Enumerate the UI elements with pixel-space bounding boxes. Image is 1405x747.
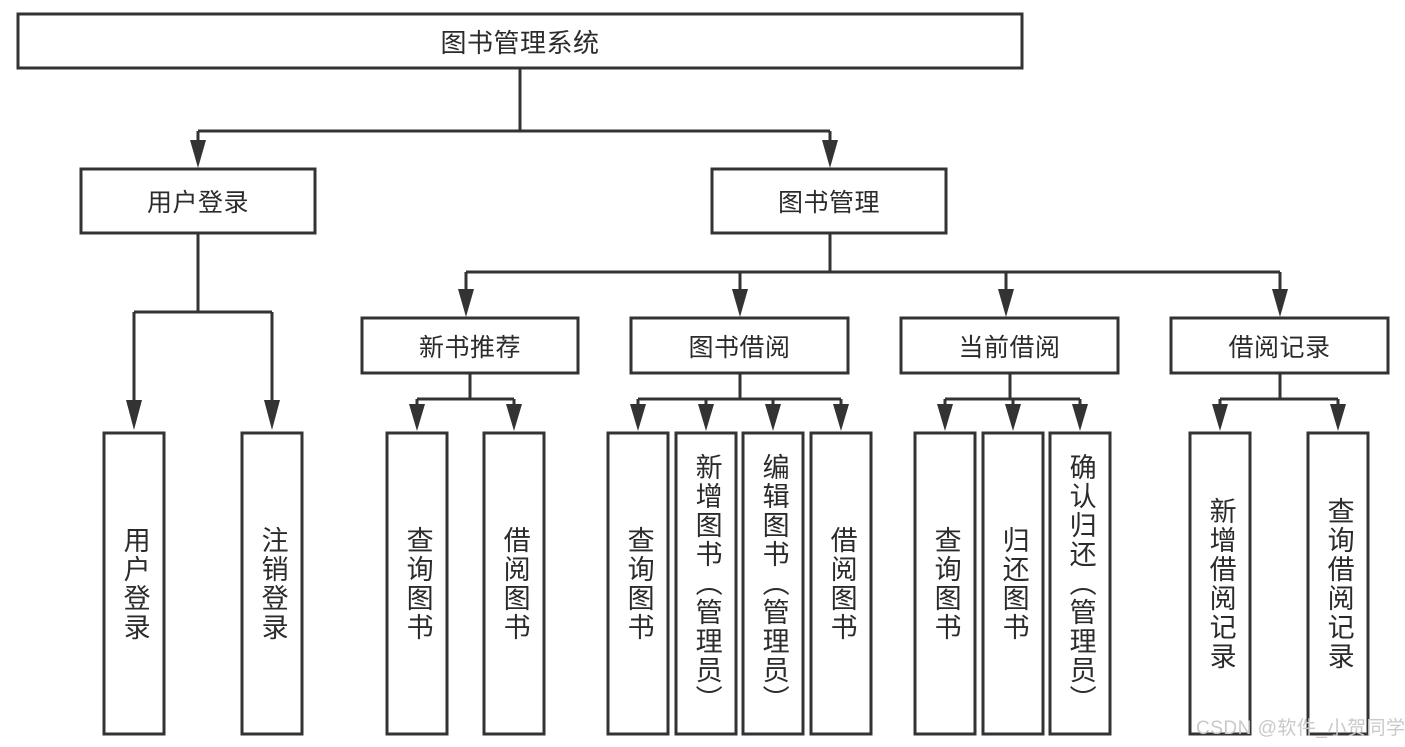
arrow-head-nbr-leaf-1 bbox=[409, 404, 425, 431]
node-box-leaf-nbr-1[interactable] bbox=[385, 431, 449, 736]
arrow-head-user-login-leaf-2 bbox=[264, 400, 280, 430]
arrow-head-br-leaf-1 bbox=[1212, 404, 1228, 431]
arrow-head-user-login-leaf-1 bbox=[126, 400, 142, 430]
node-box-leaf-br-1[interactable] bbox=[1188, 431, 1252, 736]
arrow-head-nbr-leaf-2 bbox=[506, 404, 522, 431]
arrow-head-new-book-recommend bbox=[458, 289, 474, 317]
arrow-head-cb-leaf-1 bbox=[937, 404, 953, 431]
connector-group-root bbox=[190, 68, 838, 168]
arrow-head-book-borrow bbox=[732, 289, 748, 317]
arrow-head-current-borrow bbox=[998, 289, 1014, 317]
arrow-head-br-leaf-2 bbox=[1330, 404, 1346, 431]
connector-group-user-login bbox=[126, 233, 280, 430]
arrow-head-bb-leaf-2 bbox=[698, 404, 714, 431]
node-box-leaf-bb-1[interactable] bbox=[606, 431, 670, 736]
arrow-head-bb-leaf-3 bbox=[765, 404, 781, 431]
node-box-leaf-user-login-1[interactable] bbox=[102, 431, 166, 736]
arrow-head-user-login bbox=[190, 140, 206, 168]
node-box-book-borrow[interactable] bbox=[629, 316, 850, 375]
node-box-borrow-records[interactable] bbox=[1169, 316, 1390, 375]
node-box-root[interactable] bbox=[16, 12, 1024, 70]
node-box-leaf-bb-4[interactable] bbox=[809, 431, 873, 736]
node-box-book-management[interactable] bbox=[710, 167, 948, 235]
node-box-leaf-bb-2[interactable] bbox=[674, 431, 738, 736]
node-box-leaf-user-login-2[interactable] bbox=[240, 431, 304, 736]
arrow-head-bb-leaf-1 bbox=[630, 404, 646, 431]
node-box-current-borrow[interactable] bbox=[899, 316, 1120, 375]
connector-group-new-book-recommend bbox=[409, 373, 522, 431]
connector-group-current-borrow bbox=[937, 373, 1088, 431]
connector-group-book-borrow bbox=[630, 373, 849, 431]
watermark-text: CSDN @软件_小贺同学 bbox=[1196, 718, 1405, 739]
node-box-leaf-nbr-2[interactable] bbox=[482, 431, 546, 736]
node-box-user-login[interactable] bbox=[79, 167, 317, 235]
connector-group-book-mgmt bbox=[458, 233, 1288, 317]
arrow-head-cb-leaf-3 bbox=[1072, 404, 1088, 431]
arrow-head-bb-leaf-4 bbox=[833, 404, 849, 431]
node-box-leaf-bb-3[interactable] bbox=[741, 431, 805, 736]
arrow-head-book-mgmt bbox=[822, 140, 838, 168]
arrow-head-cb-leaf-2 bbox=[1005, 404, 1021, 431]
connector-group-borrow-records bbox=[1212, 373, 1346, 431]
node-box-new-book-recommend[interactable] bbox=[360, 316, 580, 375]
node-box-leaf-br-2[interactable] bbox=[1306, 431, 1370, 736]
node-box-leaf-cb-2[interactable] bbox=[981, 431, 1045, 736]
arrow-head-borrow-records bbox=[1272, 289, 1288, 317]
node-box-leaf-cb-3[interactable] bbox=[1048, 431, 1112, 736]
node-box-leaf-cb-1[interactable] bbox=[913, 431, 977, 736]
